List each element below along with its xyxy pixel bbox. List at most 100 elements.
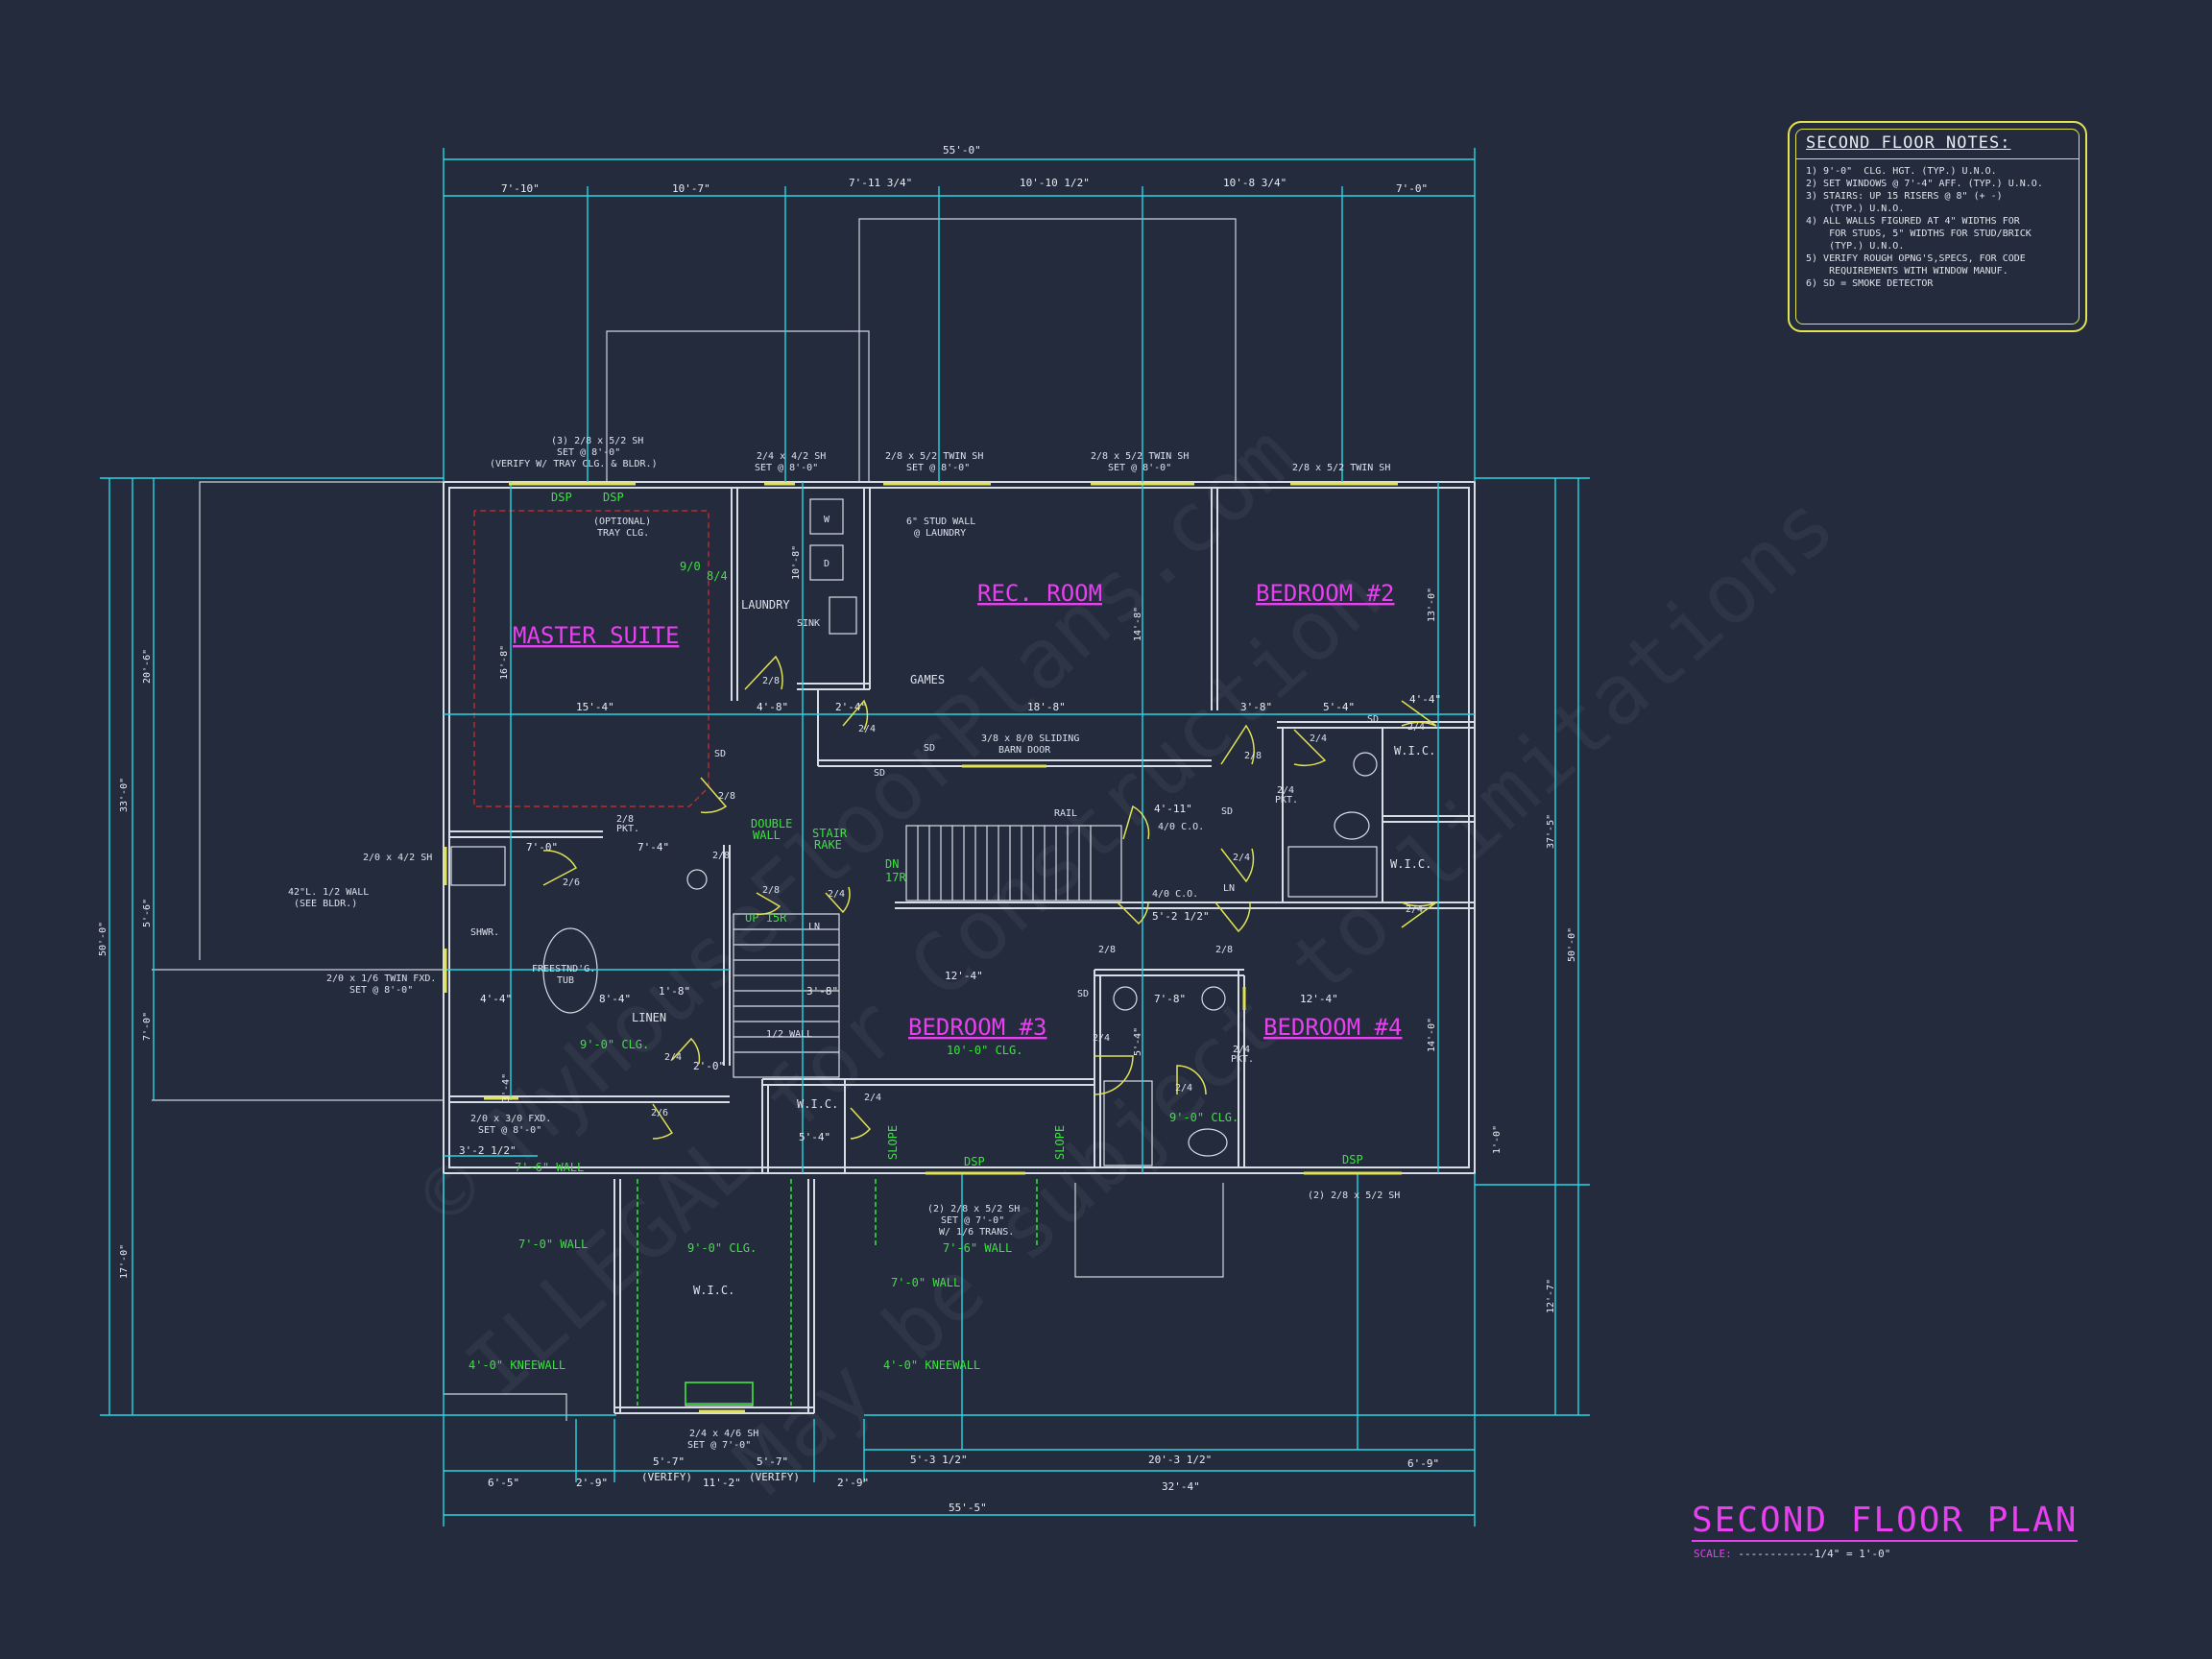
- slope-label-2: SLOPE: [1053, 1125, 1067, 1160]
- dim-bot-verify-1: (VERIFY): [641, 1471, 692, 1483]
- window-callout-8b: SET @ 7'-0": [941, 1215, 1004, 1226]
- dim-left-4: 7'-0": [142, 1012, 153, 1041]
- window-callout-8a: (2) 2/8 x 5/2 SH: [927, 1204, 1020, 1214]
- window-size-green-1: 9/0: [680, 560, 701, 573]
- dim-inner-7: 4'-4": [1409, 693, 1441, 706]
- wic-label-3: W.I.C.: [1394, 744, 1435, 757]
- ceiling-height-2: 10'-0" CLG.: [947, 1044, 1022, 1057]
- wall-height-4: 7'-6" WALL: [943, 1241, 1012, 1255]
- site-outline: [152, 218, 1237, 1421]
- stair-up-label: UP 15R: [745, 911, 787, 925]
- dim-bot-6: 32'-4": [1162, 1480, 1200, 1493]
- dim-vert-6: 3'-4": [501, 1073, 512, 1102]
- dim-left-1: 33'-0": [119, 778, 130, 812]
- smoke-detector-4: SD: [1221, 806, 1233, 817]
- window-callout-3b: SET @ 8'-0": [906, 463, 970, 473]
- dim-right-1: 37'-5": [1546, 814, 1556, 849]
- dim-vert-2: 14'-8": [1133, 607, 1143, 641]
- dim-top-1: 7'-10": [501, 182, 540, 195]
- dim-right-2: 50'-0": [1567, 927, 1577, 962]
- door-label-6: 2/4: [1310, 733, 1327, 744]
- downspout-2: DSP: [603, 491, 624, 504]
- window-callout-4b: SET @ 8'-0": [1108, 463, 1171, 473]
- window-callout-2b: SET @ 8'-0": [755, 463, 818, 473]
- room-label-bedroom-3: BEDROOM #3: [908, 1014, 1047, 1041]
- dim-bot-5: 2'-9": [837, 1477, 869, 1489]
- dim-inner-10: 7'-8": [1154, 993, 1186, 1005]
- washer-label: W: [824, 515, 830, 525]
- dim-bot-1: 6'-5": [488, 1477, 519, 1489]
- doors: [542, 655, 1437, 1140]
- door-label-2: 2/4: [858, 724, 876, 734]
- dryer-label: D: [824, 559, 830, 569]
- cased-opening-label-1: 4/0 C.O.: [1158, 822, 1204, 832]
- note-line: 5) VERIFY ROUGH OPNG'S,SPECS, FOR CODE: [1806, 253, 2026, 264]
- dim-vert-1: 16'-8": [499, 645, 510, 680]
- ceiling-height-3: 9'-0" CLG.: [687, 1241, 757, 1255]
- note-line: 2) SET WINDOWS @ 7'-4" AFF. (TYP.) U.N.O…: [1806, 179, 2043, 189]
- smoke-detector-6: SD: [1367, 714, 1379, 725]
- dim-left-2: 20'-6": [142, 649, 153, 684]
- dimension-lines: [100, 148, 1590, 1527]
- window-callout-1b: SET @ 8'-0": [557, 447, 620, 458]
- window-callout-8c: W/ 1/6 TRANS.: [939, 1227, 1014, 1238]
- wic-label-1: W.I.C.: [797, 1097, 838, 1111]
- door-label-17: 2/8: [712, 851, 730, 861]
- slope-label-1: SLOPE: [886, 1125, 900, 1160]
- plan-title: SECOND FLOOR PLAN: [1692, 1501, 2079, 1542]
- wic-label-4: W.I.C.: [1390, 857, 1431, 871]
- windows: [444, 482, 1402, 1413]
- dim-inner-17: 1'-8": [659, 985, 690, 998]
- dim-inner-3: 4'-8": [757, 701, 788, 713]
- cased-opening-label-2: 4/0 C.O.: [1152, 889, 1198, 900]
- note-line: 3) STAIRS: UP 15 RISERS @ 8" (+ -): [1806, 191, 2003, 202]
- dim-bot-total: 55'-5": [949, 1502, 987, 1514]
- rail-label: RAIL: [1054, 808, 1077, 819]
- linen-closet-label-1: LN: [1223, 883, 1235, 894]
- dim-inner-19: 3'-2 1/2": [459, 1144, 517, 1157]
- ceiling-height-4: 9'-0" CLG.: [1169, 1111, 1238, 1124]
- rail-note-2: (SEE BLDR.): [294, 899, 357, 909]
- dim-right-4: 1'-0": [1492, 1125, 1503, 1154]
- dim-vert-5: 14'-0": [1427, 1018, 1437, 1052]
- dim-bot-8: 20'-3 1/2": [1148, 1454, 1212, 1466]
- dim-bot-2: 2'-9": [576, 1477, 608, 1489]
- wall-height-1: 7'-6" WALL: [515, 1161, 584, 1174]
- pocket-door-label-2: PKT.: [616, 824, 639, 834]
- door-label-10: 2/8: [1215, 945, 1233, 955]
- window-callout-6b: SET @ 8'-0": [349, 985, 413, 996]
- room-label-master-suite: MASTER SUITE: [513, 622, 679, 649]
- door-label-14: 2/6: [651, 1108, 668, 1118]
- door-label-5: 2/8: [1244, 751, 1262, 761]
- smoke-detector-1: SD: [714, 749, 726, 759]
- linen-label: LINEN: [632, 1011, 666, 1024]
- double-wall-label-2: WALL: [753, 829, 781, 842]
- window-size-green-2: 8/4: [707, 569, 728, 583]
- staircase: [733, 825, 1122, 1078]
- door-label-11: 2/4: [1233, 853, 1250, 863]
- door-label-13: 2/4: [1175, 1083, 1192, 1094]
- room-label-rec-room: REC. ROOM: [977, 580, 1102, 607]
- stair-rake-label-2: RAKE: [814, 838, 842, 852]
- dim-inner-21: 4'-11": [1154, 803, 1192, 815]
- door-label-9: 2/8: [1098, 945, 1116, 955]
- barn-door-label-1: 3/8 x 8/0 SLIDING: [981, 733, 1079, 744]
- smoke-detector-2: SD: [874, 768, 885, 779]
- note-line: FOR STUDS, 5" WIDTHS FOR STUD/BRICK: [1806, 228, 2032, 239]
- room-label-bedroom-4: BEDROOM #4: [1263, 1014, 1403, 1041]
- note-line: 6) SD = SMOKE DETECTOR: [1806, 278, 1934, 289]
- window-callout-10a: 2/4 x 4/6 SH: [689, 1429, 758, 1439]
- rail-note-1: 42"L. 1/2 WALL: [288, 887, 369, 898]
- dim-inner-8: 12'-4": [945, 970, 983, 982]
- dim-bot-mid: 11'-2": [703, 1477, 741, 1489]
- dim-top-total: 55'-0": [943, 144, 981, 156]
- walls: [443, 481, 1476, 1414]
- dim-inner-18: 2'-0": [693, 1060, 725, 1072]
- sink-label: SINK: [797, 618, 820, 629]
- dim-inner-1: 15'-4": [576, 701, 614, 713]
- ceiling-height-1: 9'-0" CLG.: [580, 1038, 649, 1051]
- dim-top-2: 10'-7": [672, 182, 710, 195]
- dim-inner-14: 3'-8": [806, 985, 838, 998]
- window-callout-3a: 2/8 x 5/2 TWIN SH: [885, 451, 983, 462]
- tray-label-2: TRAY CLG.: [597, 528, 649, 539]
